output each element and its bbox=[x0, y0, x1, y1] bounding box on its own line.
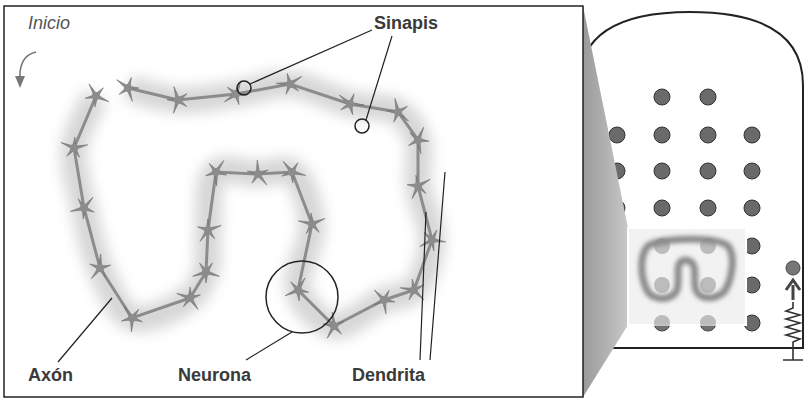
axon bbox=[74, 84, 432, 326]
neuron bbox=[407, 175, 430, 198]
neuron bbox=[121, 306, 142, 332]
pin bbox=[700, 89, 716, 105]
neuron bbox=[282, 161, 306, 183]
pin bbox=[654, 277, 670, 293]
raised-pin bbox=[786, 261, 800, 275]
pin bbox=[654, 277, 670, 293]
neuron bbox=[224, 81, 247, 105]
neuron bbox=[374, 290, 395, 314]
pin bbox=[609, 127, 625, 143]
inset-path bbox=[642, 239, 733, 298]
pin bbox=[700, 315, 716, 331]
neuron bbox=[339, 94, 364, 115]
synapse-marker bbox=[237, 81, 251, 95]
leader-line bbox=[250, 30, 392, 120]
leader-line bbox=[420, 172, 445, 360]
zoom-wedge bbox=[583, 6, 628, 397]
pin bbox=[700, 127, 716, 143]
pin bbox=[654, 163, 670, 179]
neuron-chain bbox=[61, 73, 446, 338]
pin bbox=[654, 200, 670, 216]
pin bbox=[654, 315, 670, 331]
neuron bbox=[400, 279, 424, 300]
neuron bbox=[177, 287, 201, 309]
pin-array bbox=[609, 89, 760, 331]
neuron bbox=[70, 197, 94, 219]
part-name: Dendrita bbox=[352, 366, 425, 386]
pin bbox=[700, 277, 716, 293]
neuron bbox=[117, 78, 139, 102]
part-name: Neurona bbox=[178, 366, 251, 386]
pin bbox=[700, 315, 716, 331]
part-name: Axón bbox=[28, 366, 73, 386]
pin bbox=[654, 315, 670, 331]
up-arrow bbox=[786, 280, 800, 300]
neuron bbox=[298, 213, 325, 233]
pin bbox=[700, 200, 716, 216]
pin bbox=[654, 127, 670, 143]
glow bbox=[74, 84, 432, 326]
arrow-head bbox=[15, 76, 25, 88]
part-name: Sinapis bbox=[374, 14, 438, 34]
neuron bbox=[408, 127, 428, 153]
neuron bbox=[61, 137, 88, 157]
start-label: Inicio bbox=[28, 14, 70, 34]
neuron bbox=[387, 98, 409, 122]
neuron bbox=[285, 278, 309, 301]
neuron bbox=[90, 254, 111, 279]
neuron bbox=[85, 84, 109, 107]
pin bbox=[700, 277, 716, 293]
pin bbox=[654, 89, 670, 105]
zoom-inset bbox=[628, 228, 746, 325]
leader-line bbox=[246, 332, 292, 360]
neuron bbox=[197, 219, 221, 241]
synapse-marker bbox=[355, 119, 369, 133]
pin bbox=[744, 127, 760, 143]
pin bbox=[744, 200, 760, 216]
neuron bbox=[420, 230, 446, 251]
pin bbox=[744, 163, 760, 179]
neuron bbox=[167, 87, 187, 114]
neuron bbox=[206, 160, 227, 186]
neuron bbox=[323, 312, 344, 338]
neuron bbox=[193, 263, 220, 283]
pin bbox=[700, 163, 716, 179]
inset-pins bbox=[654, 238, 716, 331]
path-glow bbox=[74, 84, 432, 326]
zoom-panel bbox=[4, 6, 583, 397]
spring-symbol bbox=[783, 302, 803, 360]
leader-line bbox=[58, 298, 112, 362]
neuron-marker bbox=[266, 261, 338, 333]
neuron bbox=[247, 160, 268, 185]
neuron bbox=[276, 73, 302, 94]
